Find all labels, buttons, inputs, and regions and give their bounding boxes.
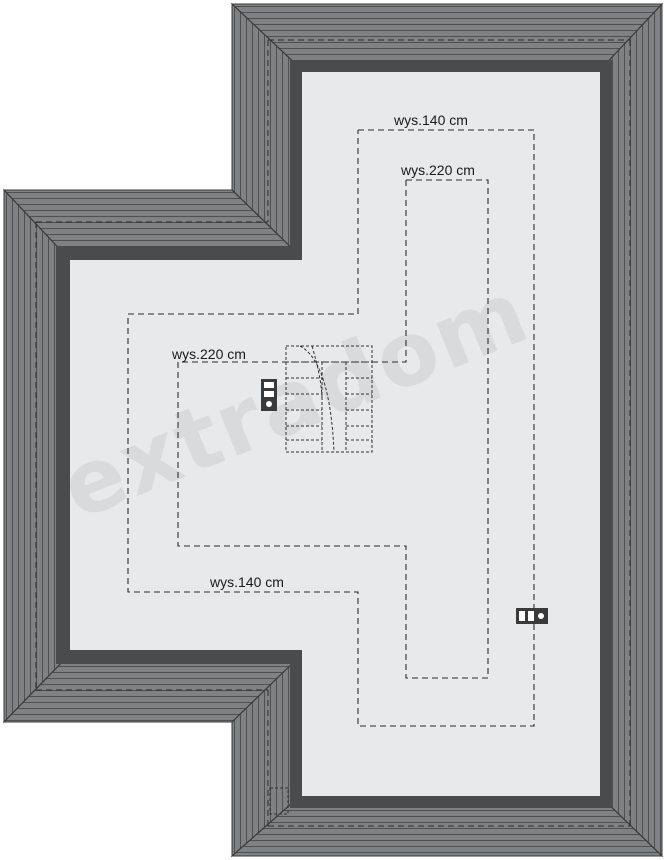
height-lines <box>127 129 535 727</box>
height-140-line <box>127 129 535 727</box>
chimney-icon <box>261 379 277 411</box>
label-height-top-outer: wys.140 cm <box>394 112 468 128</box>
label-height-bottom-outer: wys.140 cm <box>210 574 284 590</box>
label-height-top-inner: wys.220 cm <box>401 162 475 178</box>
floor <box>70 72 600 796</box>
height-220-line <box>177 179 489 679</box>
roof-hatch <box>269 787 289 815</box>
ridge-lines <box>35 39 631 827</box>
chimney-icon <box>516 608 548 624</box>
staircase-icon <box>285 345 373 453</box>
label-height-left-inner: wys.220 cm <box>172 346 246 362</box>
floor-area <box>56 60 612 808</box>
